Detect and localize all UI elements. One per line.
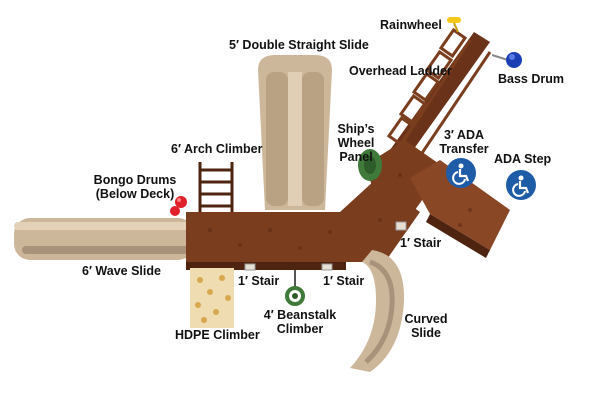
curved-slide [350, 250, 405, 372]
bass-drum [491, 52, 522, 68]
ada-wheelchair-icon [506, 170, 536, 200]
label-beanstalk-line2: Climber [276, 322, 324, 336]
label-beanstalk-line1: 4′ Beanstalk [263, 308, 337, 322]
label-bass-drum: Bass Drum [498, 72, 564, 86]
label-rainwheel: Rainwheel [380, 18, 442, 32]
label-ships-wheel: Ship’s Wheel Panel [330, 122, 382, 164]
ships-wheel-panel [358, 149, 382, 181]
label-curved-slide: Curved Slide [404, 312, 448, 340]
bongo-drums [170, 196, 187, 216]
wheelchair-icon [512, 175, 530, 197]
label-wave-slide: 6′ Wave Slide [82, 264, 161, 278]
wave-slide [14, 218, 194, 260]
label-ships-wheel-line1: Ship’s [337, 122, 375, 136]
label-bongo-line2: (Below Deck) [95, 187, 175, 201]
label-ada-transfer: 3′ ADA Transfer [436, 128, 492, 156]
double-straight-slide [258, 55, 332, 210]
label-ada-transfer-line1: 3′ ADA [443, 128, 485, 142]
label-bongo-drums: Bongo Drums (Below Deck) [92, 173, 178, 201]
label-stair-mid: 1′ Stair [323, 274, 365, 288]
label-arch-climber: 6′ Arch Climber [171, 142, 263, 156]
label-hdpe-climber: HDPE Climber [175, 328, 260, 342]
main-deck [186, 140, 510, 270]
arch-climber [198, 162, 234, 214]
label-double-slide: 5′ Double Straight Slide [229, 38, 369, 52]
label-overhead-ladder: Overhead Ladder [349, 64, 452, 78]
hdpe-climber [190, 268, 234, 328]
label-bongo-line1: Bongo Drums [93, 173, 177, 187]
overhead-ladder [386, 27, 492, 163]
label-stair-right: 1′ Stair [400, 236, 442, 250]
label-ships-wheel-line3: Panel [339, 150, 373, 164]
ada-wheelchair-icon [446, 158, 476, 188]
label-ada-transfer-line2: Transfer [439, 142, 489, 156]
label-ships-wheel-line2: Wheel [337, 136, 375, 150]
rainwheel [447, 17, 461, 33]
wheelchair-icon [452, 163, 470, 185]
beanstalk-climber [285, 270, 305, 306]
label-ada-step: ADA Step [494, 152, 552, 166]
label-curved-line1: Curved [404, 312, 448, 326]
label-stair-left: 1′ Stair [238, 274, 280, 288]
label-curved-line2: Slide [411, 326, 441, 340]
stairs [244, 221, 407, 271]
label-beanstalk: 4′ Beanstalk Climber [262, 308, 338, 336]
